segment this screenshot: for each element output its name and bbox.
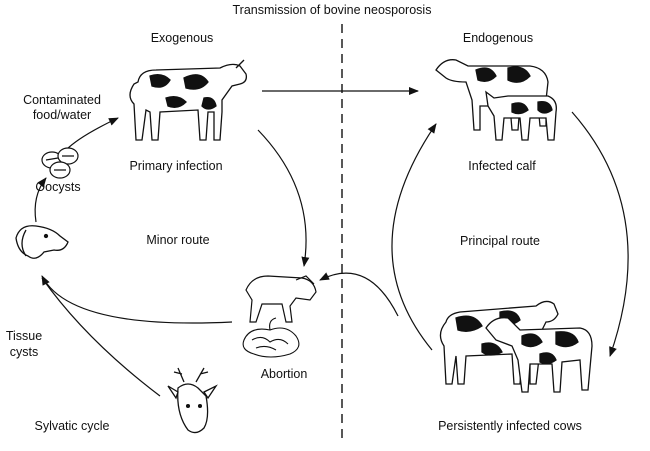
section-exogenous: Exogenous <box>151 31 214 45</box>
arrow-deer-to-dog <box>41 277 161 397</box>
arrow-oocysts-to-cow <box>65 117 119 151</box>
cow-and-calf-icon <box>435 59 557 141</box>
diagram-title: Transmission of bovine neosporosis <box>233 3 432 17</box>
deer-head-icon <box>167 367 218 434</box>
arrow-primary-to-abortion <box>257 129 310 267</box>
label-primary-infection: Primary infection <box>129 159 222 173</box>
placenta-icon <box>242 317 300 358</box>
label-sylvatic-cycle: Sylvatic cycle <box>34 419 109 433</box>
arrow-cows-to-abortion <box>319 272 399 317</box>
arrow-dog-to-oocysts <box>34 177 47 223</box>
aborted-calf-icon <box>245 275 317 323</box>
arrow-abortion-to-dog <box>41 275 233 324</box>
label-contaminated-2: food/water <box>33 108 91 122</box>
persistent-cows-icon <box>439 300 593 393</box>
label-infected-calf: Infected calf <box>468 159 536 173</box>
label-contaminated-1: Contaminated <box>23 93 101 107</box>
label-persistent-cows: Persistently infected cows <box>438 419 582 433</box>
label-minor-route: Minor route <box>146 233 209 247</box>
arrow-cows-to-calf <box>391 123 437 351</box>
dog-head-icon <box>15 225 69 259</box>
label-tissue-2: cysts <box>10 345 38 359</box>
label-principal-route: Principal route <box>460 234 540 248</box>
cow-primary-infection-icon <box>129 59 248 141</box>
oocysts-icon <box>41 147 79 179</box>
label-oocysts: Oocysts <box>35 180 80 194</box>
section-endogenous: Endogenous <box>463 31 533 45</box>
label-abortion: Abortion <box>261 367 308 381</box>
arrow-calf-to-cows <box>571 111 629 357</box>
label-tissue-1: Tissue <box>6 329 42 343</box>
